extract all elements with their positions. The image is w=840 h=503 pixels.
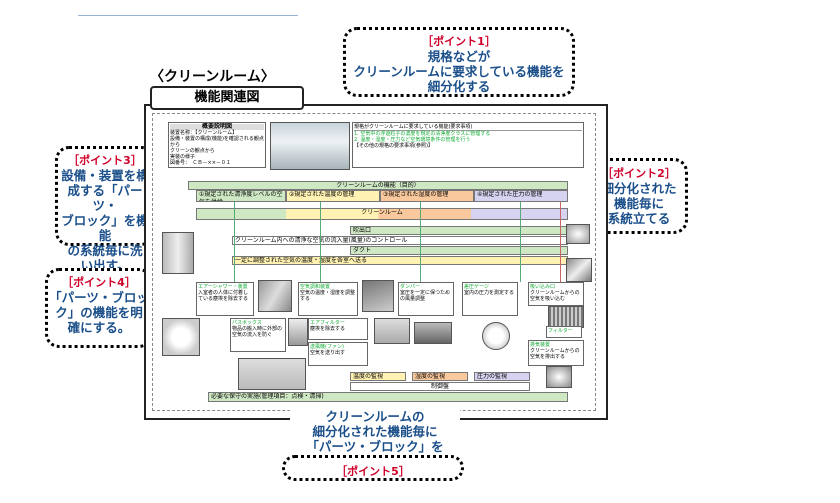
- part-desc: クリーンルームからの空気を吸い込む: [530, 290, 580, 302]
- flow-duct: ダクト: [350, 246, 568, 255]
- figure-title: 機能関連図: [150, 86, 304, 110]
- monitor-humidity: 湿度の監視: [412, 372, 468, 381]
- monitor-pressure: 圧力の監視: [474, 372, 530, 381]
- callout-point-4-text: 「パーツ・ブロック」の機能を明確にする。: [49, 290, 149, 335]
- cleanroom-bar: クリーンルーム: [196, 208, 568, 220]
- cleanroom-photo: [270, 122, 350, 170]
- part-name: 吸い込み口: [530, 284, 556, 290]
- part-intake: 吸い込み口 クリーンルームからの空気を吸い込む: [528, 282, 584, 306]
- requirements-header: 規格がクリーンルームに要求している機能(要求事項): [354, 124, 582, 131]
- part-exhaust: 排気装置 クリーンルームからの空気を排出する: [528, 340, 584, 366]
- filter-grid-photo: [548, 306, 584, 328]
- part-name: エアフィルター: [310, 320, 345, 326]
- part-fan: 送風機(ファン) 空気を送り出す: [308, 342, 368, 366]
- callout-point-1-text: 規格などがクリーンルームに要求している機能を細分化する: [353, 49, 565, 94]
- part-name: 送風機(ファン): [310, 344, 344, 350]
- maintenance-note: 必要な保守の実施(管理項目：点検・清掃): [208, 392, 568, 402]
- part-name: 差圧ゲージ: [464, 284, 489, 290]
- connector-line: [420, 202, 421, 282]
- monitor-temperature: 温度の監視: [350, 372, 406, 381]
- pass-box-photo: [162, 318, 200, 356]
- requirement-item-2: 2. 温度・湿度・圧力など空気環境条件の管理を行う: [354, 137, 471, 143]
- header-divider: [78, 15, 298, 16]
- part-name: エアーシャワー・装置: [198, 284, 248, 290]
- part-pass-box: パスボックス 物品の搬入時に外部の空気の流入を防ぐ: [230, 318, 286, 352]
- drawing-number: 図番号： ＣＢ－××－０１: [170, 160, 231, 166]
- ceiling-outlet-photo: [566, 224, 590, 244]
- equipment-photo: [258, 280, 292, 312]
- part-filter: フィルター: [546, 326, 582, 338]
- part-name: ダンパー: [400, 284, 421, 290]
- summary-box: 概要説明図 装置名称：【クリーンルーム】 設備・装置の構成(機能)を確認される観…: [168, 122, 266, 168]
- control-board: 制御盤: [350, 382, 530, 391]
- callout-point-5-text: クリーンルームの細分化された機能毎に「パーツ・ブロック」を: [290, 409, 460, 454]
- part-desc: 空気を送り出す: [310, 350, 346, 356]
- air-shower-photo: [162, 232, 194, 274]
- callout-point-2-tag: ［ポイント2］: [602, 167, 676, 180]
- part-air-conditioner: 空気調和装置 空気の温度・湿度を調整する: [298, 282, 358, 316]
- part-desc: 入室者の人体に付着している塵埃を除去する: [198, 290, 249, 302]
- category-3: ③規定された湿度の管理: [380, 190, 474, 202]
- part-name: フィルター: [548, 328, 573, 334]
- equipment-photo: [414, 322, 452, 344]
- callout-point-4-tag: ［ポイント4］: [62, 276, 136, 289]
- part-air-shower: エアーシャワー・装置 入室者の人体に付着している塵埃を除去する: [196, 282, 254, 316]
- part-pressure-gauge: 差圧ゲージ 室内の圧力を測定する: [462, 282, 518, 316]
- part-name: 空気調和装置: [300, 284, 331, 290]
- equipment-photo: [374, 318, 410, 344]
- callout-point-1: ［ポイント1］ 規格などがクリーンルームに要求している機能を細分化する: [343, 27, 575, 97]
- callout-point-3-text: 設備・装置を構成する「パーツ・ブロック」を機能の系統毎に洗い出す。: [61, 168, 149, 273]
- category-4: ④規定された圧力の管理: [474, 190, 568, 202]
- control-panel-photo: [238, 358, 306, 390]
- category-2: ②規定された温度の管理: [286, 190, 380, 202]
- part-name: パスボックス: [232, 320, 262, 326]
- part-desc: 室圧を一定に保つための風量調整: [400, 290, 451, 302]
- category-1: ①規定された清浄度レベルの空気を供給: [196, 190, 286, 202]
- duct-photo: [566, 258, 592, 282]
- connector-line: [520, 202, 521, 282]
- part-desc: 塵埃を除去する: [310, 326, 346, 332]
- callout-point-4: ［ポイント4］ 「パーツ・ブロック」の機能を明確にする。: [45, 268, 153, 348]
- flow-airflow-control: クリーンルーム内への清浄な空気の流入量(風量)のコントロール: [232, 236, 568, 245]
- callout-point-1-tag: ［ポイント1］: [422, 35, 496, 48]
- flow-temp-humidity: 一定に調整された空気の温度・湿度を各室へ送る: [232, 256, 568, 265]
- requirements-box: 規格がクリーンルームに要求している機能(要求事項) 1. 空気中の浮遊粒子の濃度…: [352, 122, 584, 168]
- equipment-photo: [288, 318, 308, 346]
- callout-point-5: ［ポイント5］: [282, 455, 464, 481]
- gauge-photo: [482, 322, 510, 350]
- summary-note: 設備・装置の構成(機能)を確認される観点からクリーンの観点から実装の様子: [170, 136, 264, 160]
- part-desc: 物品の搬入時に外部の空気の流入を防ぐ: [232, 326, 283, 338]
- part-desc: 空気の温度・湿度を調整する: [300, 290, 356, 302]
- part-desc: クリーンルームからの空気を排出する: [530, 348, 580, 360]
- callout-point-3-tag: ［ポイント3］: [68, 154, 142, 167]
- connector-line: [560, 202, 561, 282]
- equipment-photo: [362, 280, 394, 312]
- flow-outlet: 吹出口: [350, 226, 568, 235]
- part-damper: ダンパー 室圧を一定に保つための風量調整: [398, 282, 454, 316]
- part-name: 排気装置: [530, 342, 551, 348]
- part-air-filter: エアフィルター 塵埃を除去する: [308, 318, 368, 340]
- part-desc: 室内の圧力を測定する: [464, 290, 515, 296]
- requirements-footer: 【その他の規格の要求事項(参照)】: [354, 143, 433, 149]
- summary-title: 概要説明図: [170, 124, 264, 130]
- callout-point-3: ［ポイント3］ 設備・装置を構成する「パーツ・ブロック」を機能の系統毎に洗い出す…: [55, 146, 155, 273]
- requirement-item-1: 1. 空気中の浮遊粒子の濃度を規定の清浄度クラスに管理する: [354, 131, 491, 137]
- connector-line: [234, 202, 235, 282]
- connector-line: [320, 202, 321, 282]
- page-title: 〈クリーンルーム〉: [150, 69, 275, 85]
- callout-point-2-text: 細分化された機能毎に系統立てる: [601, 181, 677, 226]
- functions-header: クリーンルームの機能（目的）: [188, 181, 568, 190]
- exhaust-photo: [546, 366, 572, 388]
- callout-point-5-tag: ［ポイント5］: [336, 465, 410, 478]
- system-label: 装置名称：【クリーンルーム】: [170, 130, 238, 136]
